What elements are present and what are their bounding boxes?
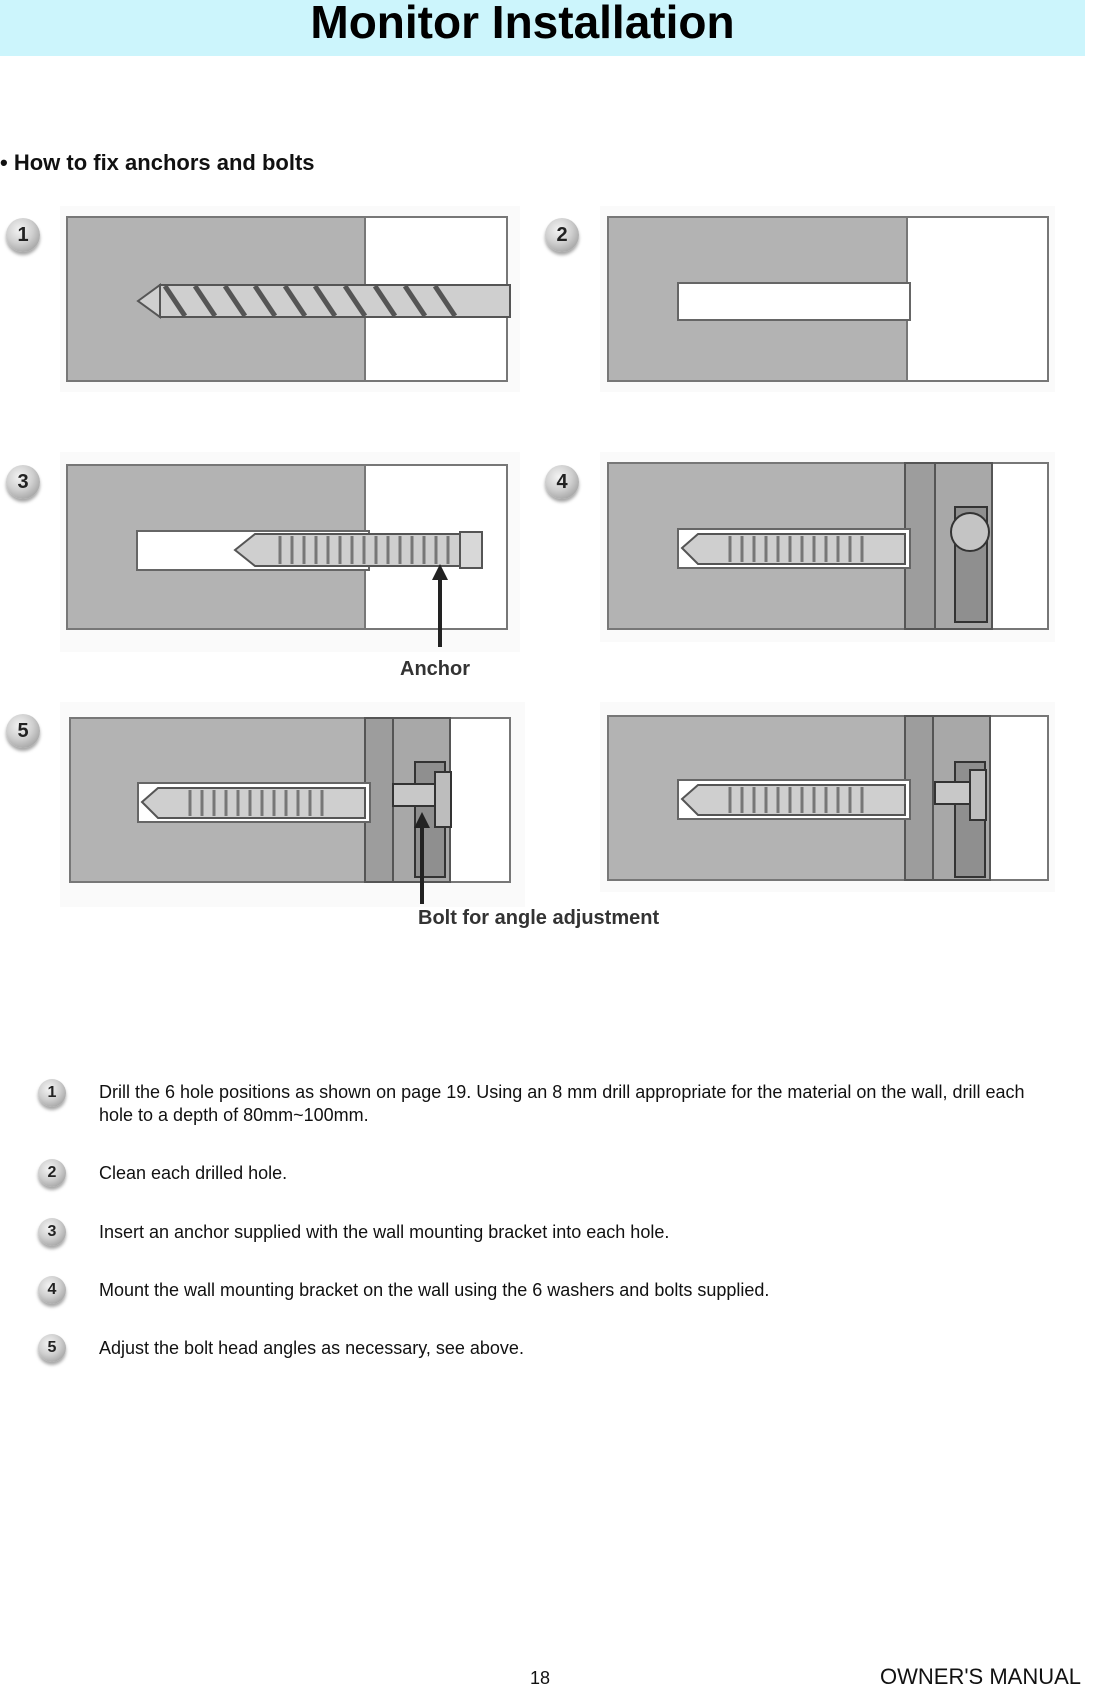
figure-step-badge-2: 2 (545, 218, 579, 252)
bolt-callout: Bolt for angle adjustment (418, 907, 660, 929)
bolt-arrow-icon (414, 812, 430, 904)
step-badge-3: 3 (38, 1218, 66, 1246)
step-badge-2: 2 (38, 1159, 66, 1187)
adjusted-bolt-illustration (600, 702, 1055, 892)
step-text-5: Adjust the bolt head angles as necessary… (99, 1338, 524, 1358)
anchor-arrow-icon (432, 564, 448, 647)
figure-step-badge-5: 5 (6, 714, 40, 748)
title-bar (0, 0, 1085, 56)
anchor-bolt-icon (137, 782, 371, 823)
figure-step-badge-4: 4 (545, 465, 579, 499)
anchor-bolt-icon (677, 779, 911, 820)
step-text-4: Mount the wall mounting bracket on the w… (99, 1280, 770, 1300)
section-heading: • How to fix anchors and bolts (0, 150, 315, 175)
footer-label: OWNER'S MANUAL (880, 1664, 1081, 1689)
step-text-1: Drill the 6 hole positions as shown on p… (99, 1082, 1025, 1125)
adjust-bolt-illustration (60, 702, 525, 907)
step-badge-1: 1 (38, 1079, 66, 1107)
step-text-2: Clean each drilled hole. (99, 1163, 288, 1183)
figure-step-badge-3: 3 (6, 465, 40, 499)
anchor-icon (233, 531, 483, 569)
clean-hole-illustration (600, 206, 1055, 392)
drill-bit-icon (136, 283, 511, 319)
page-number: 18 (530, 1668, 551, 1688)
page-title: Monitor Installation (310, 0, 735, 48)
anchor-callout: Anchor (400, 658, 470, 680)
figure-step-badge-1: 1 (6, 218, 40, 252)
drill-step-illustration (60, 206, 520, 392)
step-badge-4: 4 (38, 1276, 66, 1304)
step-text-3: Insert an anchor supplied with the wall … (99, 1222, 670, 1242)
insert-anchor-illustration (60, 452, 520, 652)
mount-bracket-illustration (600, 452, 1055, 642)
anchor-bolt-icon (677, 528, 911, 569)
step-badge-5: 5 (38, 1334, 66, 1362)
